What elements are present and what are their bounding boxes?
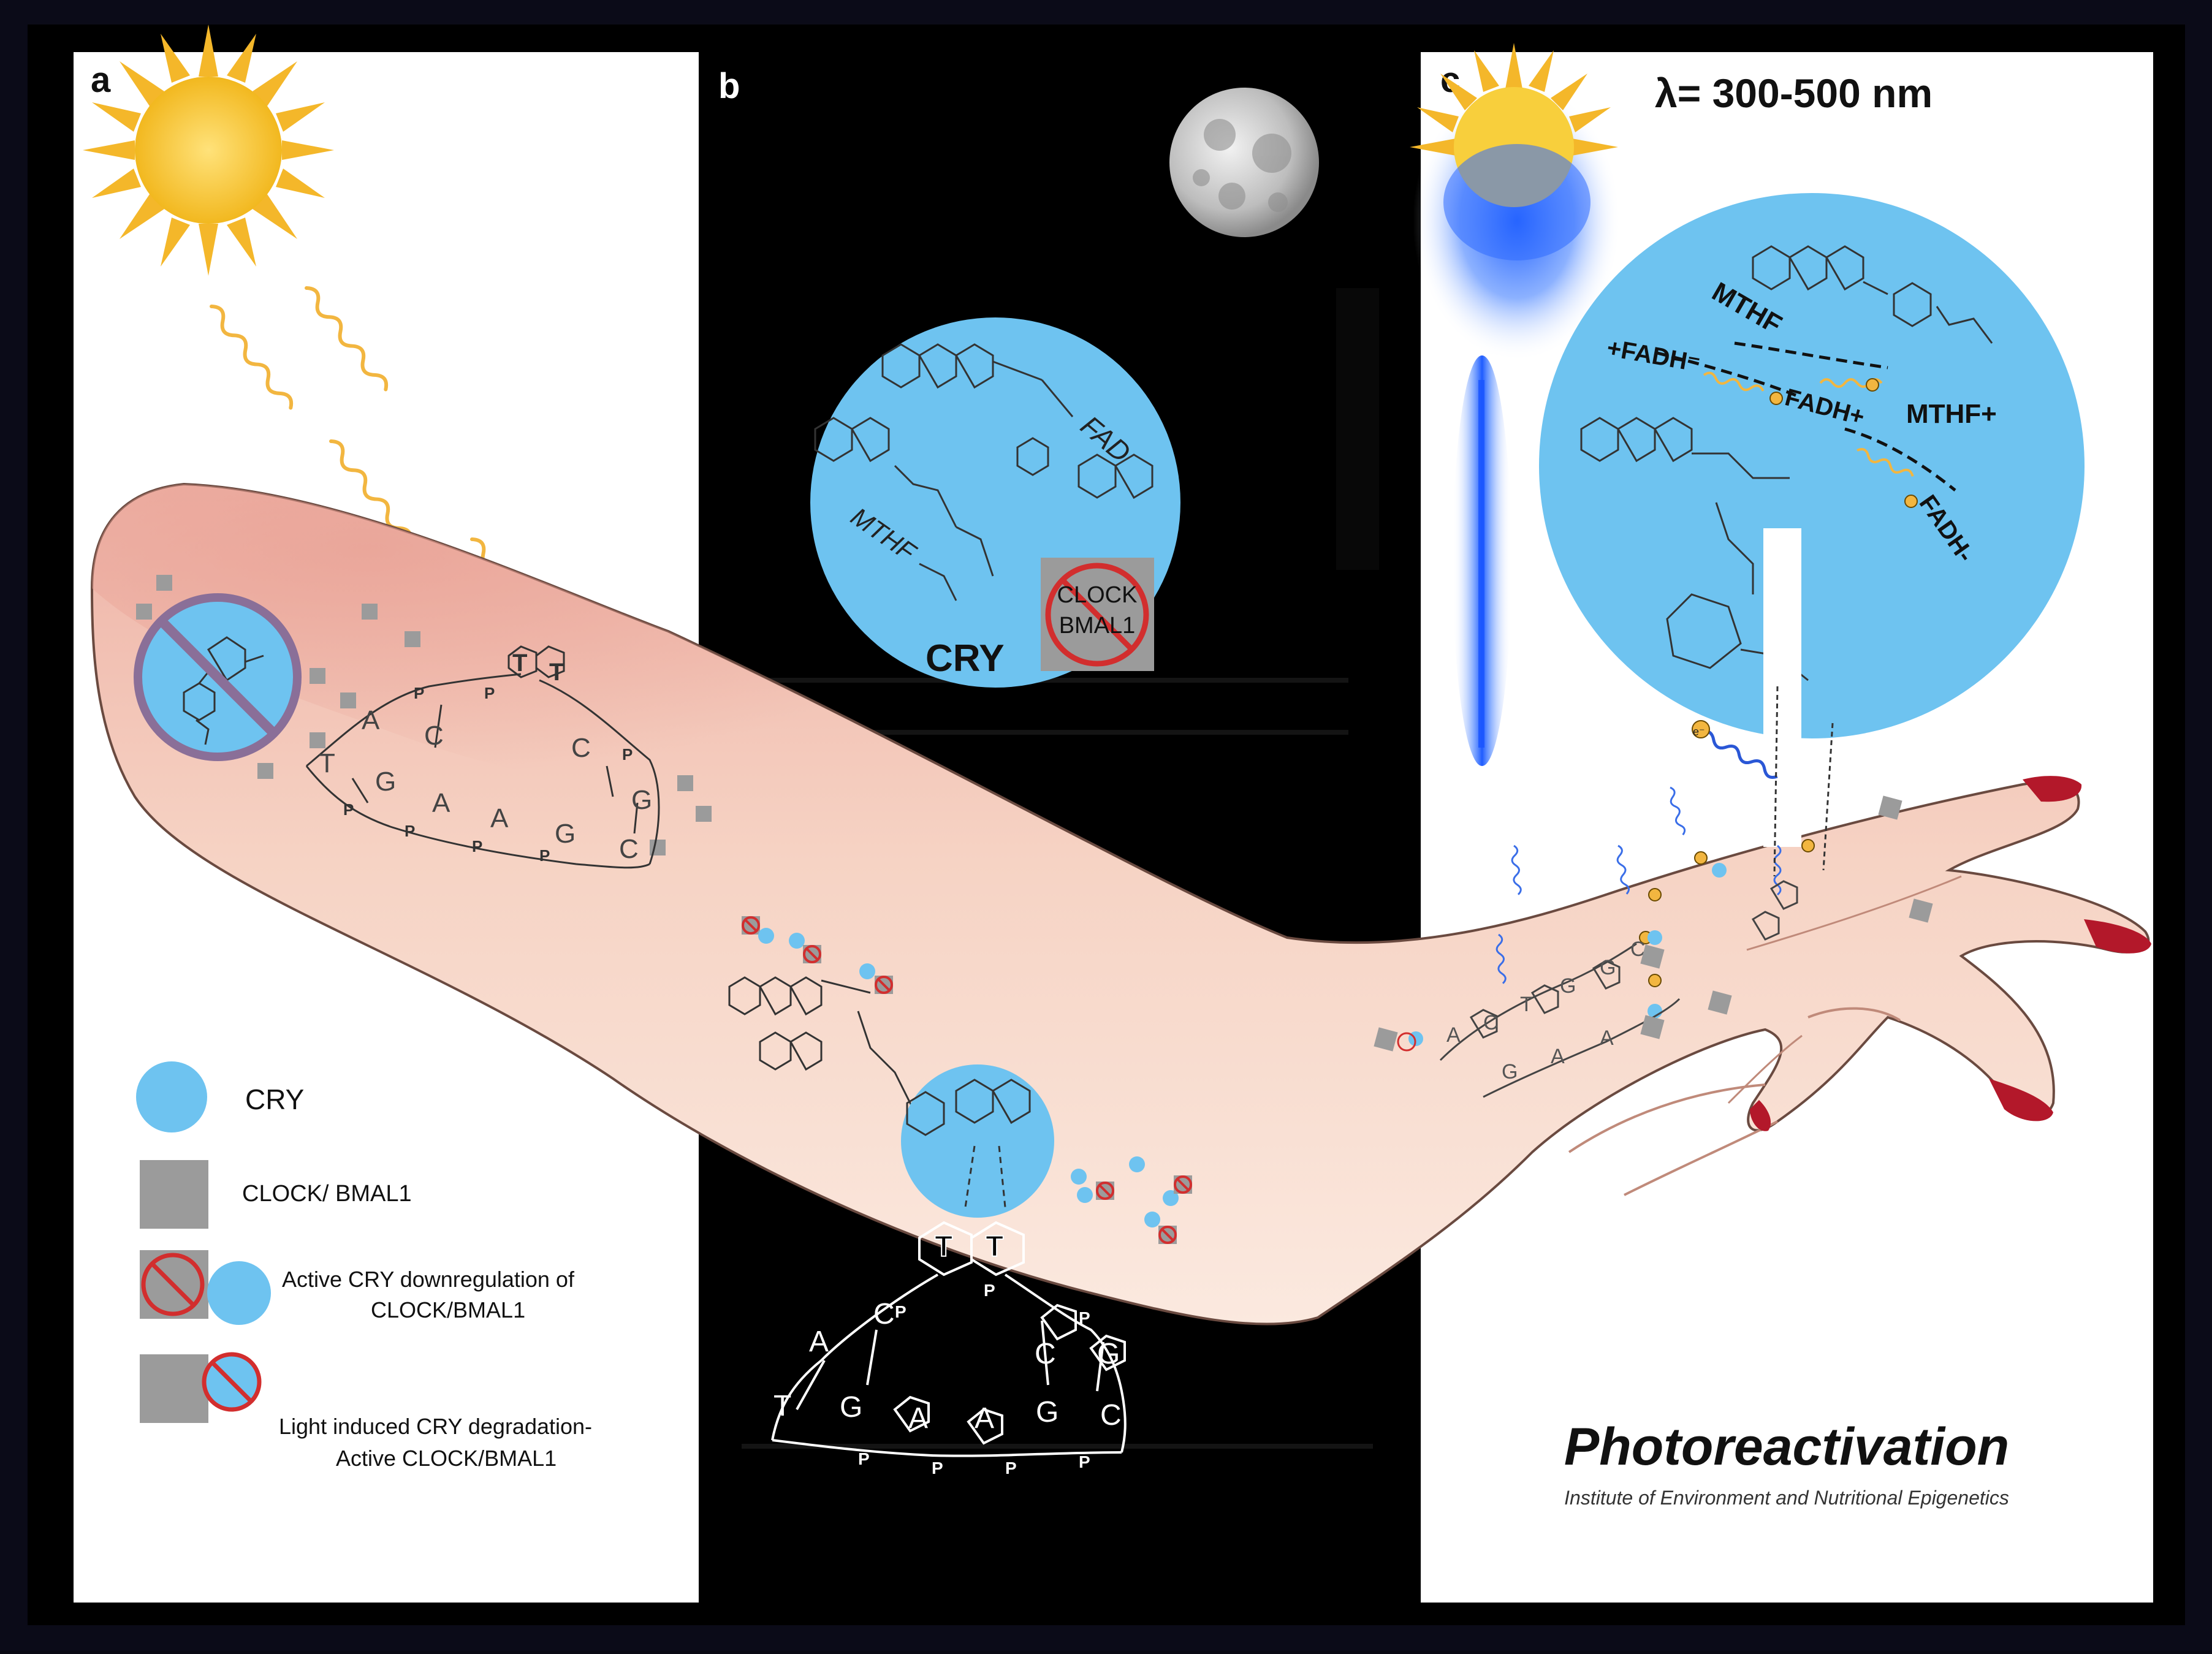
dna-a-base-bottom: T (319, 748, 335, 778)
dna-a-base-bottom: G (555, 819, 576, 849)
dna-b-base-bottom: C (1100, 1399, 1122, 1432)
electron-transfer-c: e⁻ (1397, 686, 1834, 1052)
legend-active-line2: CLOCK/BMAL1 (371, 1297, 525, 1322)
wavelength-label: λ= 300-500 nm (1655, 70, 1933, 116)
dna-a-base-top: A (362, 705, 380, 735)
legend: CRY CLOCK/ BMAL1 Active CRY downregulati… (136, 1061, 592, 1471)
footer-subtitle: Institute of Environment and Nutritional… (1564, 1487, 2009, 1509)
dna-a-backbone-p: P (472, 837, 482, 855)
legend-light-line2: Active CLOCK/BMAL1 (336, 1446, 557, 1471)
legend-clock-swatch (140, 1160, 208, 1229)
dna-a-base-bottom: A (490, 803, 509, 833)
blue-light-beam (1453, 355, 1511, 766)
clock-bmal1-inhibited-box: CLOCK BMAL1 (1041, 558, 1154, 671)
dna-a-base-bottom: C (619, 834, 639, 864)
panel-b-label: b (718, 66, 740, 106)
dna-a-base-top: G (631, 785, 652, 815)
dna-a-backbone-p: P (539, 846, 550, 865)
dna-c-base-bottom: G (1502, 1060, 1518, 1083)
sun-icon (83, 25, 334, 276)
legend-item-active-cry: Active CRY downregulation of CLOCK/BMAL1 (140, 1250, 575, 1325)
legend-clock-label: CLOCK/ BMAL1 (242, 1181, 412, 1207)
dna-b-backbone-p: P (1079, 1308, 1090, 1327)
cry-label-b: CRY (925, 637, 1005, 680)
clock-bmal1-squares-a (136, 575, 712, 855)
dna-c-base-top: C (1483, 1011, 1499, 1034)
dna-c-base-top: A (1446, 1023, 1461, 1047)
legend-item-cry: CRY (136, 1061, 304, 1132)
dna-c-base-bottom: A (1551, 1045, 1565, 1068)
clock-label: CLOCK (1057, 582, 1138, 608)
dna-a-base-bottom: A (432, 788, 450, 818)
legend-item-light-induced: Light induced CRY degradation- Active CL… (140, 1352, 592, 1471)
dna-b-base-bottom: G (840, 1391, 862, 1424)
dna-c-base-top: G (1600, 956, 1616, 979)
panel-a-label: a (91, 60, 111, 100)
dna-b-thymine-1: T (935, 1231, 952, 1263)
legend-cry-swatch (136, 1061, 207, 1132)
dna-b-base-bottom: G (1036, 1396, 1058, 1428)
dna-strand-b: T T P P P P P P P A C C G T G A A G C (771, 1221, 1127, 1478)
dna-a-base-bottom: G (375, 767, 396, 797)
cry-complex-circle: FAD MTHF CRY CLOCK BMAL1 (810, 317, 1180, 688)
footer-title: Photoreactivation (1564, 1417, 2009, 1476)
legend-item-clock: CLOCK/ BMAL1 (140, 1160, 412, 1229)
dna-a-backbone-p: P (414, 684, 424, 702)
dna-b-backbone-p: P (1005, 1459, 1017, 1478)
dna-b-base-bottom: A (975, 1402, 994, 1435)
dna-b-backbone-p: P (1079, 1452, 1090, 1471)
dna-a-base-top: C (424, 721, 444, 751)
dna-b-base-top: A (809, 1326, 829, 1358)
photolyase-circle: MTHF MTHF+ +FADH⁻ FADH+ FADH- (1539, 193, 2085, 847)
bmal1-label: BMAL1 (1059, 613, 1136, 639)
dna-b-backbone-p: P (895, 1302, 906, 1321)
dna-a-backbone-p: P (405, 822, 415, 840)
cry-degradation-symbol (134, 593, 302, 761)
dna-b-base-top: C (1035, 1338, 1056, 1370)
dna-b-backbone-p: P (858, 1449, 870, 1468)
legend-light-line1: Light induced CRY degradation- (279, 1414, 592, 1439)
dna-b-base-bottom: T (773, 1390, 791, 1422)
dna-a-base-top: C (571, 733, 591, 763)
dna-b-base-bottom: A (908, 1402, 928, 1435)
dna-c-base-bottom: A (1600, 1026, 1614, 1050)
dna-strand-c: A C T G G C G A A (1439, 880, 1798, 1098)
dna-b-backbone-p: P (984, 1281, 995, 1300)
arm-illustration (90, 482, 2150, 1326)
mthf-plus-label: MTHF+ (1906, 399, 1997, 429)
dna-c-base-top: T (1520, 993, 1533, 1016)
legend-cry-label: CRY (245, 1083, 304, 1115)
dna-b-thymine-2: T (986, 1231, 1003, 1263)
fingernails (1750, 776, 2151, 1131)
dna-b-backbone-p: P (932, 1459, 943, 1478)
blue-sun-icon (1410, 43, 1621, 362)
cry-clock-pairs-b (742, 916, 1192, 1244)
dna-b-base-top: C (873, 1298, 895, 1330)
dna-a-thymine-1: T (512, 650, 527, 677)
dna-strand-a: P P P P P P P T T A C C G T G A A G C (305, 645, 660, 869)
dna-b-base-top: G (1097, 1338, 1120, 1370)
fad-molecule-arm (728, 976, 914, 1110)
dna-a-backbone-p: P (484, 684, 495, 702)
dna-a-backbone-p: P (622, 745, 633, 764)
electron-label: e⁻ (1693, 726, 1705, 738)
clock-bmal1-squares-c (1374, 795, 1933, 1052)
dna-c-base-top: G (1560, 974, 1576, 998)
dna-a-thymine-2: T (549, 659, 564, 686)
legend-active-line1: Active CRY downregulation of (282, 1267, 575, 1292)
moon-icon (1169, 88, 1319, 237)
dna-a-backbone-p: P (343, 800, 354, 819)
cry-dna-binding (901, 1064, 1054, 1218)
